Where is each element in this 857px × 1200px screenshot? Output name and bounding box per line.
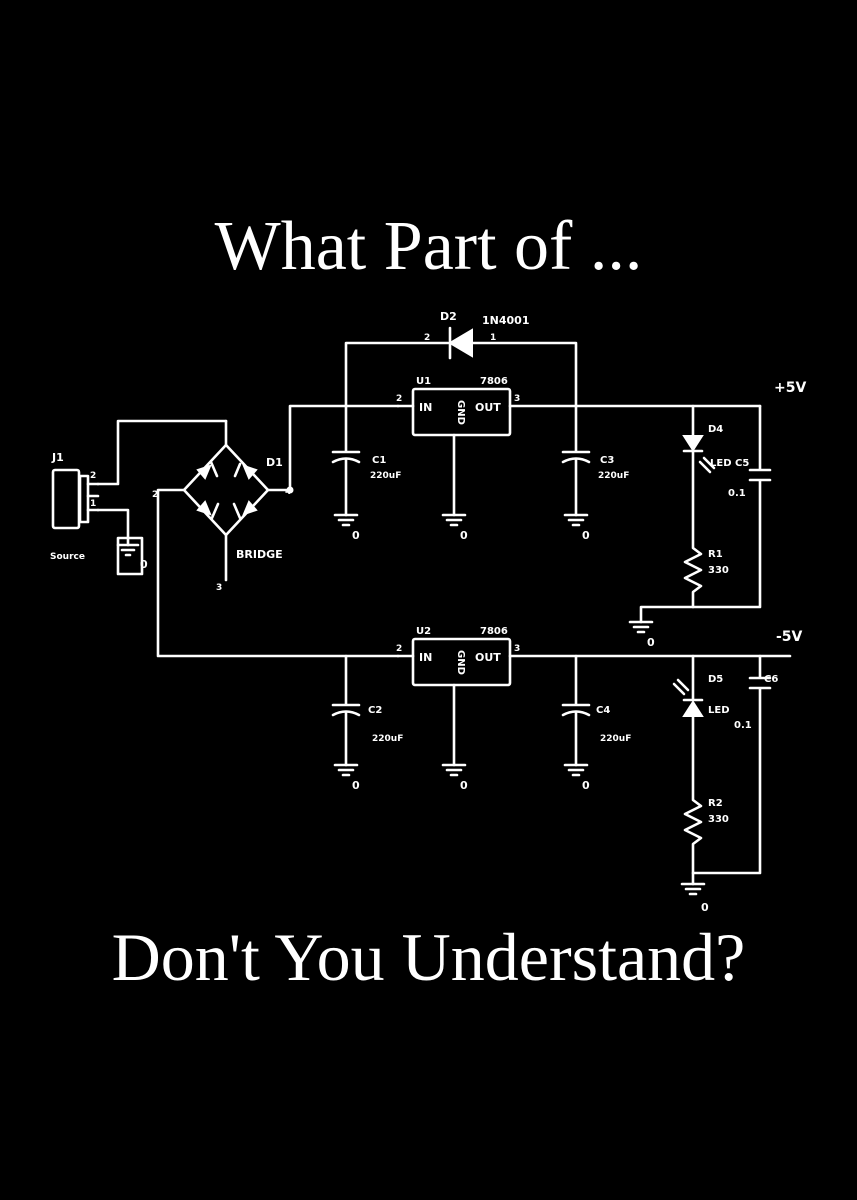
- r2-value: 330: [708, 814, 729, 825]
- positive-output-network: [628, 404, 772, 634]
- d4-label: LED: [710, 458, 732, 469]
- diode-ref: D2: [440, 310, 457, 323]
- c6-value: 0.1: [734, 720, 752, 731]
- connector-pin-1: 1: [90, 499, 96, 509]
- rail-negative: -5V: [776, 629, 803, 645]
- capacitor-c1: [331, 404, 361, 527]
- r1-value: 330: [708, 565, 729, 576]
- c2-ref: C2: [368, 705, 382, 716]
- c3-value: 220uF: [598, 471, 629, 481]
- reg-top-out: OUT: [475, 401, 501, 414]
- reg-top-pin-out: 3: [514, 394, 520, 404]
- c5-ref: C5: [735, 458, 749, 469]
- bridge-rectifier: [156, 404, 400, 658]
- c1-ground: 0: [352, 529, 360, 542]
- c2-value: 220uF: [372, 734, 403, 744]
- headline-top: What Part of ...: [214, 208, 643, 285]
- c1-value: 220uF: [370, 471, 401, 481]
- reg-top-value: 7806: [480, 376, 508, 387]
- r1-ref: R1: [708, 549, 723, 560]
- capacitor-c3: [561, 404, 591, 527]
- rail-positive: +5V: [774, 380, 806, 396]
- capacitor-c4: [561, 654, 591, 777]
- negative-ground: 0: [701, 901, 709, 914]
- diode-pin-2: 2: [424, 333, 430, 343]
- bridge-ref: D1: [266, 456, 283, 469]
- connector-pin-2: 2: [90, 471, 96, 481]
- reg-bottom-in: IN: [419, 651, 432, 664]
- reg-top-gnd: GND: [455, 400, 466, 425]
- bridge-name: BRIDGE: [236, 548, 283, 561]
- headline-bottom: Don't You Understand?: [111, 919, 746, 995]
- reg-top-ref: U1: [416, 376, 431, 387]
- connector-ref: J1: [51, 451, 64, 464]
- c4-ref: C4: [596, 705, 610, 716]
- r2-ref: R2: [708, 798, 723, 809]
- reg-bottom-gnd: GND: [455, 650, 466, 675]
- c6-ref: C6: [764, 674, 778, 685]
- reg-bottom-value: 7806: [480, 626, 508, 637]
- c3-ref: C3: [600, 455, 614, 466]
- d4-ref: D4: [708, 424, 723, 435]
- d5-ref: D5: [708, 674, 723, 685]
- positive-ground: 0: [647, 636, 655, 649]
- reg-top-pin-in: 2: [396, 394, 402, 404]
- bridge-pin-4: 4: [285, 487, 291, 497]
- bridge-pin-2: 2: [152, 490, 158, 500]
- reg-bottom-ref: U2: [416, 626, 431, 637]
- reg-top-ground: 0: [460, 529, 468, 542]
- reg-bottom-pin-out: 3: [514, 644, 520, 654]
- reg-bottom-out: OUT: [475, 651, 501, 664]
- reg-bottom-ground: 0: [460, 779, 468, 792]
- c3-ground: 0: [582, 529, 590, 542]
- reg-bottom-pin-in: 2: [396, 644, 402, 654]
- bridge-pin-3: 3: [216, 583, 222, 593]
- regulator-top: [396, 387, 762, 527]
- c2-ground: 0: [352, 779, 360, 792]
- c5-value: 0.1: [728, 488, 746, 499]
- c1-ref: C1: [372, 455, 386, 466]
- c4-value: 220uF: [600, 734, 631, 744]
- reg-top-in: IN: [419, 401, 432, 414]
- diode-d2: [344, 326, 578, 408]
- regulator-bottom: [396, 637, 792, 777]
- diode-value: 1N4001: [482, 314, 529, 327]
- ground-label: 0: [140, 558, 148, 571]
- negative-output-network: [672, 654, 772, 896]
- capacitor-c2: [331, 654, 361, 777]
- connector-j1: [51, 419, 228, 576]
- c4-ground: 0: [582, 779, 590, 792]
- d5-label: LED: [708, 705, 730, 716]
- connector-name: Source: [50, 552, 85, 562]
- diode-pin-1: 1: [490, 333, 496, 343]
